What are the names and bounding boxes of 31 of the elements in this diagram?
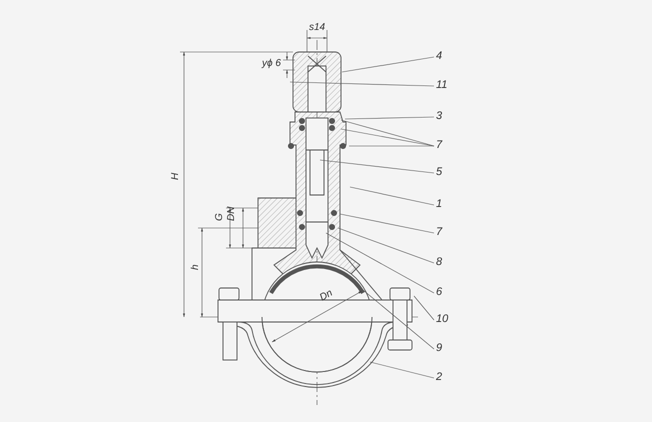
dimension-label: h xyxy=(190,264,202,270)
leader-line xyxy=(344,116,434,120)
leader-line xyxy=(414,296,434,320)
callout-number: 10 xyxy=(436,313,448,326)
leader-line xyxy=(340,128,434,146)
dimension-label: s14 xyxy=(309,22,326,34)
callout-number: 3 xyxy=(436,110,442,123)
leader-line xyxy=(350,186,434,206)
callout-number: 7 xyxy=(436,139,442,152)
callout-number: 5 xyxy=(436,166,442,179)
leader-line xyxy=(320,160,434,174)
leader-line xyxy=(338,228,434,264)
dimension-label: DN xyxy=(226,206,238,221)
callout-number: 11 xyxy=(436,79,448,92)
callout-number: 6 xyxy=(436,286,442,299)
leader-line xyxy=(290,82,434,86)
callout-number: 1 xyxy=(436,198,442,211)
dimension-label: H xyxy=(170,172,182,180)
leader-line xyxy=(340,120,434,146)
leader-line xyxy=(370,362,434,378)
callout-number: 4 xyxy=(436,50,442,63)
callout-number: 2 xyxy=(436,371,442,384)
dimension-label: yϕ 6 xyxy=(262,58,281,70)
dimension-label: Dn xyxy=(318,288,336,304)
leader-line xyxy=(340,214,434,234)
leader-line xyxy=(326,232,434,294)
leader-line xyxy=(342,56,434,72)
callout-number: 8 xyxy=(436,256,442,269)
dimension-label: G xyxy=(214,213,226,221)
callout-number: 7 xyxy=(436,226,442,239)
callout-number: 9 xyxy=(436,342,442,355)
